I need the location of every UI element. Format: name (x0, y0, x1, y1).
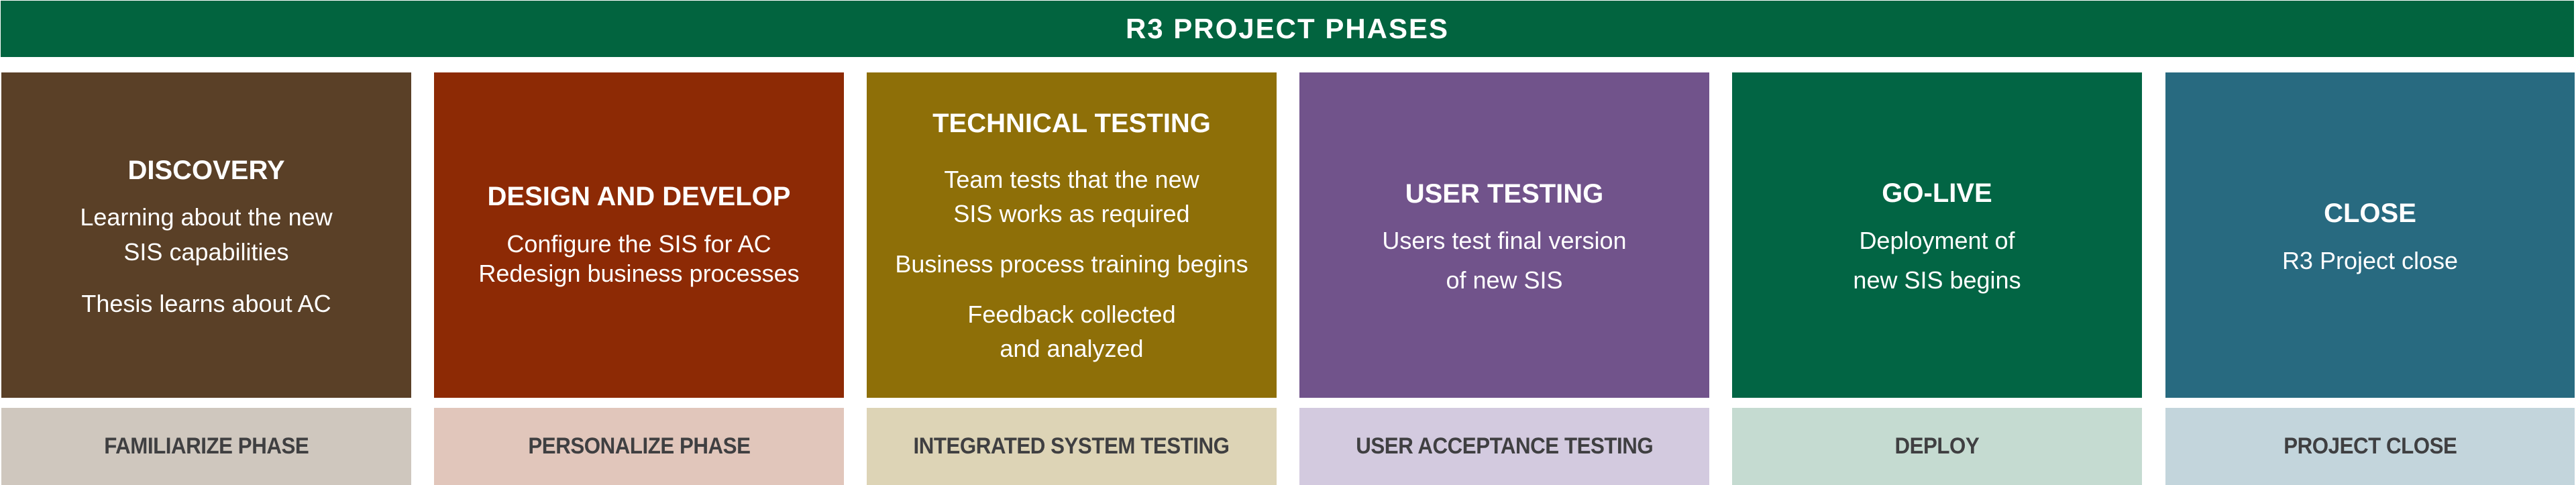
phase-title: USER TESTING (1405, 179, 1604, 209)
phase-description-line: new SIS begins (1853, 266, 2021, 294)
phase-description-line: Learning about the new (80, 203, 333, 231)
phase-description-line: Deployment of (1859, 227, 2015, 254)
phase-description-line: R3 Project close (2282, 247, 2459, 274)
phase-label-text: FAMILIARIZE PHASE (103, 433, 309, 459)
phase-title: TECHNICAL TESTING (932, 109, 1211, 138)
phase-label-text: PERSONALIZE PHASE (527, 433, 751, 459)
phase-description-line: Team tests that the new (944, 166, 1199, 193)
phase-title: GO-LIVE (1882, 178, 1992, 208)
phase-card-close: CLOSE R3 Project close (2165, 72, 2575, 398)
phase-label-deploy: DEPLOY (1732, 408, 2142, 485)
phase-description-line: Redesign business processes (478, 260, 800, 287)
phase-title: CLOSE (2324, 199, 2416, 228)
phase-description-line: Feedback collected (967, 301, 1176, 328)
phase-label-text: INTEGRATED SYSTEM TESTING (913, 433, 1230, 459)
phase-label-project-close: PROJECT CLOSE (2165, 408, 2575, 485)
phase-label-text: PROJECT CLOSE (2283, 433, 2457, 459)
phase-card-discovery: DISCOVERY Learning about the new SIS cap… (1, 72, 411, 398)
phase-description-line: Business process training begins (895, 250, 1248, 278)
phase-label-user-acceptance-testing: USER ACCEPTANCE TESTING (1299, 408, 1709, 485)
phase-label-text: USER ACCEPTANCE TESTING (1355, 433, 1654, 459)
phase-title: DESIGN AND DEVELOP (487, 182, 791, 211)
phase-label-text: DEPLOY (1894, 433, 1980, 459)
phase-card-technical-testing: TECHNICAL TESTING Team tests that the ne… (867, 72, 1277, 398)
phase-card-user-testing: USER TESTING Users test final version of… (1299, 72, 1709, 398)
header-banner: R3 PROJECT PHASES (1, 1, 2574, 57)
phase-card-design-and-develop: DESIGN AND DEVELOP Configure the SIS for… (434, 72, 844, 398)
phase-label-personalize: PERSONALIZE PHASE (434, 408, 844, 485)
phase-description-line: Thesis learns about AC (81, 290, 331, 317)
phase-description-line: and analyzed (1000, 335, 1144, 362)
phase-description-line: SIS works as required (953, 200, 1190, 227)
phase-label-integrated-system-testing: INTEGRATED SYSTEM TESTING (867, 408, 1277, 485)
phase-label-familiarize: FAMILIARIZE PHASE (1, 408, 411, 485)
phase-description-line: Configure the SIS for AC (506, 230, 771, 258)
phase-card-go-live: GO-LIVE Deployment of new SIS begins (1732, 72, 2142, 398)
phase-description-line: Users test final version (1382, 227, 1627, 254)
phase-description-line: SIS capabilities (123, 238, 289, 266)
diagram-title: R3 PROJECT PHASES (1125, 13, 1450, 44)
phase-title: DISCOVERY (127, 156, 285, 185)
phase-description-line: of new SIS (1446, 266, 1563, 294)
